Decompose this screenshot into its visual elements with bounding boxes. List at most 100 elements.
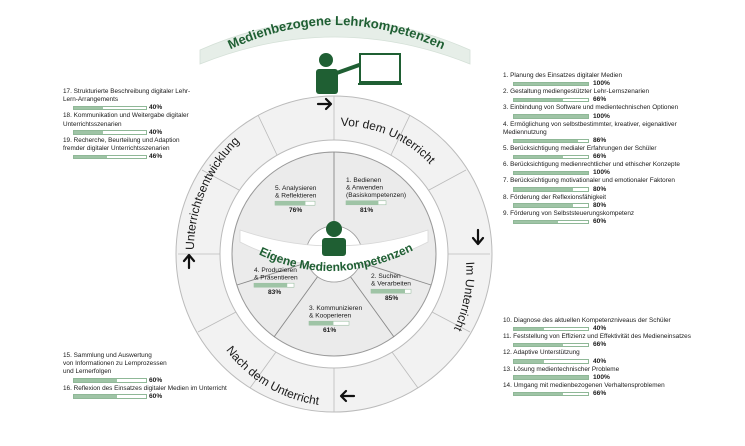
competency-label: 17. Strukturierte Beschreibung digitaler… [63, 88, 191, 104]
competency-item: 18. Kommunikation und Weitergabe digital… [63, 112, 213, 136]
competency-item: 12. Adaptive Unterstützung 40% [503, 349, 723, 365]
inner-segment-label: 5. Analysieren [275, 185, 317, 192]
progress-fill [514, 171, 588, 175]
progress-percent: 80% [593, 201, 607, 209]
competency-item: 19. Recherche, Beurteilung und Adaption … [63, 137, 213, 161]
progress-percent: 66% [593, 96, 607, 104]
competency-item: 17. Strukturierte Beschreibung digitaler… [63, 88, 213, 112]
competency-label: 9. Förderung von Selbststeuerungskompete… [503, 209, 635, 217]
progress-fill [74, 106, 103, 110]
progress-percent: 66% [593, 153, 607, 161]
competency-label: 16. Reflexion des Einsatzes digitaler Me… [63, 384, 227, 392]
inner-segment-label: & Verarbeiten [371, 281, 411, 288]
inner-segment-percent: 76% [289, 207, 302, 214]
progress-fill [514, 155, 563, 159]
progress-fill [514, 327, 544, 331]
competency-label: 5. Berücksichtigung medialer Erfahrungen… [503, 145, 657, 153]
competency-item: 11. Feststellung von Effizienz und Effek… [503, 333, 723, 349]
inner-progress-fill [371, 289, 405, 294]
progress-percent: 60% [149, 392, 163, 400]
inner-progress-fill [254, 283, 288, 288]
inner-segment-label: 2. Suchen [371, 273, 401, 280]
progress-bar [513, 391, 589, 397]
progress-bar [513, 326, 589, 332]
competency-item: 9. Förderung von Selbststeuerungskompete… [503, 210, 703, 226]
progress-fill [514, 392, 563, 396]
progress-fill [514, 98, 563, 102]
progress-bar [513, 81, 589, 87]
progress-percent: 66% [593, 390, 607, 398]
competency-label: 1. Planung des Einsatzes digitaler Medie… [503, 72, 623, 79]
competency-item: 15. Sammlung und Auswertung von Informat… [63, 352, 278, 385]
progress-fill [514, 204, 574, 207]
competency-label: 4. Ermöglichung von selbstbestimmter, kr… [503, 120, 677, 136]
inner-segment-percent: 61% [323, 327, 336, 334]
progress-bar [513, 114, 589, 119]
inner-segment-percent: 83% [268, 289, 281, 296]
competency-label: 12. Adaptive Unterstützung [503, 349, 580, 357]
progress-bar [73, 394, 147, 399]
progress-bar [513, 154, 589, 160]
competency-item: 3. Einbindung von Software und medientec… [503, 104, 703, 120]
competency-item: 6. Berücksichtigung medienrechtlicher un… [503, 161, 703, 177]
competency-item: 7. Berücksichtigung motivationaler und e… [503, 177, 703, 193]
top-banner [199, 19, 471, 65]
progress-bar [513, 138, 589, 144]
competency-label: 2. Gestaltung mediengestützter Lehr-Lern… [503, 88, 650, 96]
progress-fill [514, 376, 588, 379]
progress-percent: 40% [149, 128, 163, 136]
competency-label: 6. Berücksichtigung medienrechtlicher un… [503, 161, 680, 169]
during-list: 10. Diagnose des aktuellen Kompetenznive… [503, 317, 723, 398]
inner-segment-label: 4. Produzieren [254, 267, 297, 274]
progress-percent: 40% [593, 325, 607, 333]
inner-segment-label: & Kooperieren [309, 313, 351, 320]
progress-bar [513, 219, 589, 225]
competency-item: 4. Ermöglichung von selbstbestimmter, kr… [503, 121, 703, 145]
inner-segment-label: (Basiskompetenzen) [346, 192, 406, 199]
progress-percent: 40% [593, 357, 607, 365]
competency-label: 15. Sammlung und Auswertung von Informat… [63, 352, 167, 376]
progress-percent: 46% [149, 153, 163, 161]
competency-item: 5. Berücksichtigung medialer Erfahrungen… [503, 145, 703, 161]
progress-bar [513, 342, 589, 348]
progress-fill [74, 379, 118, 382]
progress-fill [514, 360, 544, 363]
development-list: 17. Strukturierte Beschreibung digitaler… [63, 88, 213, 161]
progress-bar [513, 359, 589, 364]
competency-label: 18. Kommunikation und Weitergabe digital… [63, 112, 189, 128]
progress-percent: 100% [593, 169, 610, 177]
progress-bar [513, 170, 589, 176]
inner-segment-label: & Reflektieren [275, 193, 317, 200]
progress-percent: 100% [593, 112, 610, 120]
progress-percent: 60% [593, 218, 607, 226]
competency-label: 11. Feststellung von Effizienz und Effek… [503, 333, 691, 341]
progress-percent: 80% [593, 185, 607, 193]
inner-segment-label: 1. Bedienen [346, 177, 382, 184]
competency-label: 14. Umgang mit medienbezogenen Verhalten… [503, 381, 665, 389]
progress-bar [73, 378, 147, 383]
competency-label: 19. Recherche, Beurteilung und Adaption … [63, 136, 180, 153]
inner-segment-label: & Präsentieren [254, 275, 298, 282]
inner-progress-fill [346, 200, 379, 205]
progress-percent: 100% [593, 373, 610, 381]
progress-percent: 100% [593, 80, 610, 88]
competency-label: 8. Förderung der Reflexionsfähigkeit [503, 193, 607, 201]
competency-item: 10. Diagnose des aktuellen Kompetenznive… [503, 317, 723, 333]
inner-progress-fill [309, 321, 334, 326]
before-list: 1. Planung des Einsatzes digitaler Medie… [503, 72, 703, 226]
person-center-icon [322, 221, 346, 256]
progress-fill [514, 188, 574, 191]
progress-percent: 86% [593, 137, 607, 145]
progress-bar [513, 187, 589, 192]
progress-percent: 66% [593, 341, 607, 349]
progress-fill [74, 131, 103, 134]
ring-ticks [178, 96, 490, 412]
inner-progress-fill [275, 201, 306, 206]
competency-label: 3. Einbindung von Software und medientec… [503, 104, 679, 112]
progress-bar [513, 97, 589, 103]
progress-fill [514, 139, 578, 143]
progress-fill [74, 395, 118, 398]
